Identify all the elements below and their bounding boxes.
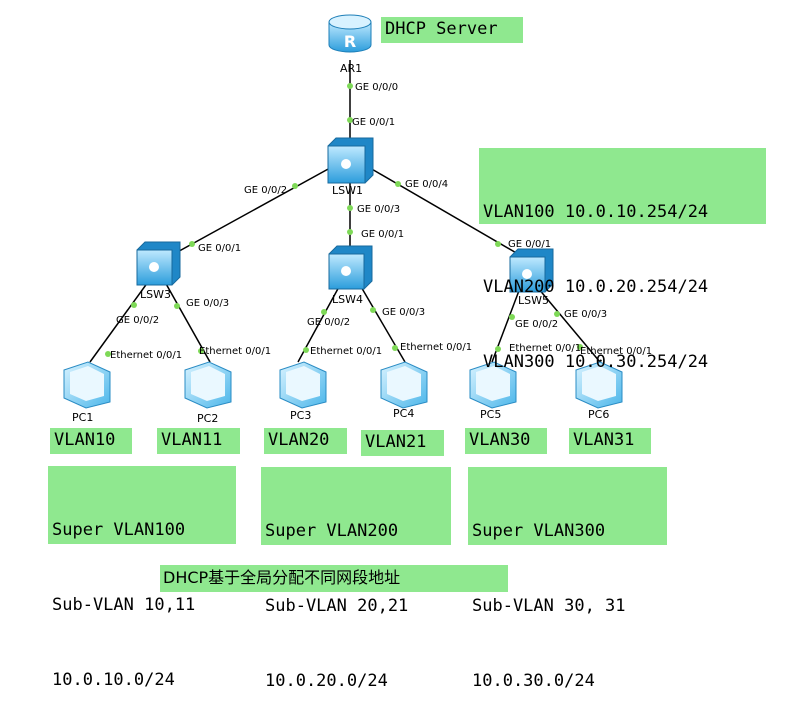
port-label: Ethernet 0/0/1 <box>509 343 581 354</box>
port-label: GE 0/0/2 <box>244 185 287 196</box>
port-dot <box>395 181 401 187</box>
port-dot <box>392 345 398 351</box>
port-label: GE 0/0/1 <box>352 117 395 128</box>
pc-icon[interactable] <box>279 361 327 409</box>
port-dot <box>347 117 353 123</box>
port-label: Ethernet 0/0/1 <box>110 350 182 361</box>
subnet-line: 10.0.30.0/24 <box>472 671 595 691</box>
pc-icon[interactable] <box>380 361 428 409</box>
pc-name: PC6 <box>588 408 609 421</box>
core-switch-name: LSW1 <box>332 184 363 197</box>
pc-icon[interactable] <box>575 361 623 409</box>
gateway-line: VLAN100 10.0.10.254/24 <box>483 202 709 222</box>
port-label: GE 0/0/1 <box>198 243 241 254</box>
router-icon[interactable]: R <box>328 14 372 53</box>
topology-canvas: R <box>63 14 652 425</box>
port-dot <box>174 303 180 309</box>
port-label: GE 0/0/2 <box>116 315 159 326</box>
super-vlan-line: Super VLAN100 <box>52 520 186 540</box>
access-switch-name: LSW4 <box>332 293 363 306</box>
port-dot <box>495 241 501 247</box>
link-lsw5-pc6 <box>537 287 601 363</box>
pc-name: PC4 <box>393 407 414 420</box>
super-vlan-box: Super VLAN100 Sub-VLAN 10,11 10.0.10.0/2… <box>48 466 236 690</box>
port-dots <box>105 83 583 357</box>
pc-name: PC2 <box>197 412 218 425</box>
port-dot <box>105 351 111 357</box>
pc-icon[interactable] <box>63 361 111 409</box>
gateway-line: VLAN300 10.0.30.254/24 <box>483 352 709 372</box>
sub-vlan-line: Sub-VLAN 20,21 <box>265 596 409 616</box>
vlan-tag: VLAN20 <box>264 428 347 454</box>
vlan-tag: VLAN11 <box>157 428 240 454</box>
port-label: Ethernet 0/0/1 <box>310 346 382 357</box>
port-dot <box>321 309 327 315</box>
vlan-tag: VLAN10 <box>50 428 132 454</box>
access-switch-icon[interactable] <box>328 245 373 290</box>
port-label: Ethernet 0/0/1 <box>400 342 472 353</box>
port-dot <box>292 183 298 189</box>
port-label: GE 0/0/2 <box>515 319 558 330</box>
pc-icon[interactable] <box>184 361 232 409</box>
port-dot <box>198 348 204 354</box>
port-label: GE 0/0/3 <box>357 204 400 215</box>
router-name: AR1 <box>340 62 362 75</box>
pc-name: PC3 <box>290 409 311 422</box>
gateway-box: VLAN100 10.0.10.254/24 VLAN200 10.0.20.2… <box>479 148 766 372</box>
pc-name: PC5 <box>480 408 501 421</box>
access-switch-name: LSW3 <box>140 288 171 301</box>
svg-text:R: R <box>344 32 356 51</box>
access-switch-icon[interactable] <box>136 241 181 286</box>
dhcp-server-label: DHCP Server <box>381 17 523 43</box>
port-dot <box>303 347 309 353</box>
port-dot <box>347 83 353 89</box>
pc-icon[interactable] <box>469 361 517 409</box>
port-dot <box>189 241 195 247</box>
footer-note: DHCP基于全局分配不同网段地址 <box>160 565 508 592</box>
port-label: GE 0/0/1 <box>508 239 551 250</box>
gateway-line: VLAN200 10.0.20.254/24 <box>483 277 709 297</box>
port-dot <box>577 344 583 350</box>
access-switch-name: LSW5 <box>518 294 549 307</box>
port-label: GE 0/0/3 <box>186 298 229 309</box>
port-label: GE 0/0/2 <box>307 317 350 328</box>
link-lsw1-lsw3 <box>171 167 331 256</box>
port-dot <box>131 302 137 308</box>
port-label: GE 0/0/0 <box>355 82 398 93</box>
port-label: Ethernet 0/0/1 <box>199 346 271 357</box>
vlan-tag: VLAN31 <box>569 428 651 454</box>
port-dot <box>495 346 501 352</box>
port-dot <box>554 311 560 317</box>
port-label: GE 0/0/3 <box>382 307 425 318</box>
pc-name: PC1 <box>72 411 93 424</box>
sub-vlan-line: Sub-VLAN 10,11 <box>52 595 196 615</box>
sub-vlan-line: Sub-VLAN 30, 31 <box>472 596 626 616</box>
port-dot <box>509 314 515 320</box>
port-dot <box>347 205 353 211</box>
port-label: GE 0/0/3 <box>564 309 607 320</box>
super-vlan-box: Super VLAN200 Sub-VLAN 20,21 10.0.20.0/2… <box>261 467 451 691</box>
vlan-tag: VLAN21 <box>361 430 444 456</box>
port-dot <box>370 307 376 313</box>
super-vlan-box: Super VLAN300 Sub-VLAN 30, 31 10.0.30.0/… <box>468 467 667 691</box>
subnet-line: 10.0.20.0/24 <box>265 671 388 691</box>
link-lsw3-pc1 <box>89 281 149 363</box>
core-switch-icon[interactable] <box>327 137 374 184</box>
super-vlan-line: Super VLAN200 <box>265 521 399 541</box>
port-dot <box>347 229 353 235</box>
port-label: GE 0/0/4 <box>405 179 448 190</box>
vlan-tag: VLAN30 <box>465 428 547 454</box>
subnet-line: 10.0.10.0/24 <box>52 670 175 690</box>
super-vlan-line: Super VLAN300 <box>472 521 606 541</box>
port-label: GE 0/0/1 <box>361 229 404 240</box>
port-label: Ethernet 0/0/1 <box>580 346 652 357</box>
access-switch-icon[interactable] <box>509 248 554 293</box>
